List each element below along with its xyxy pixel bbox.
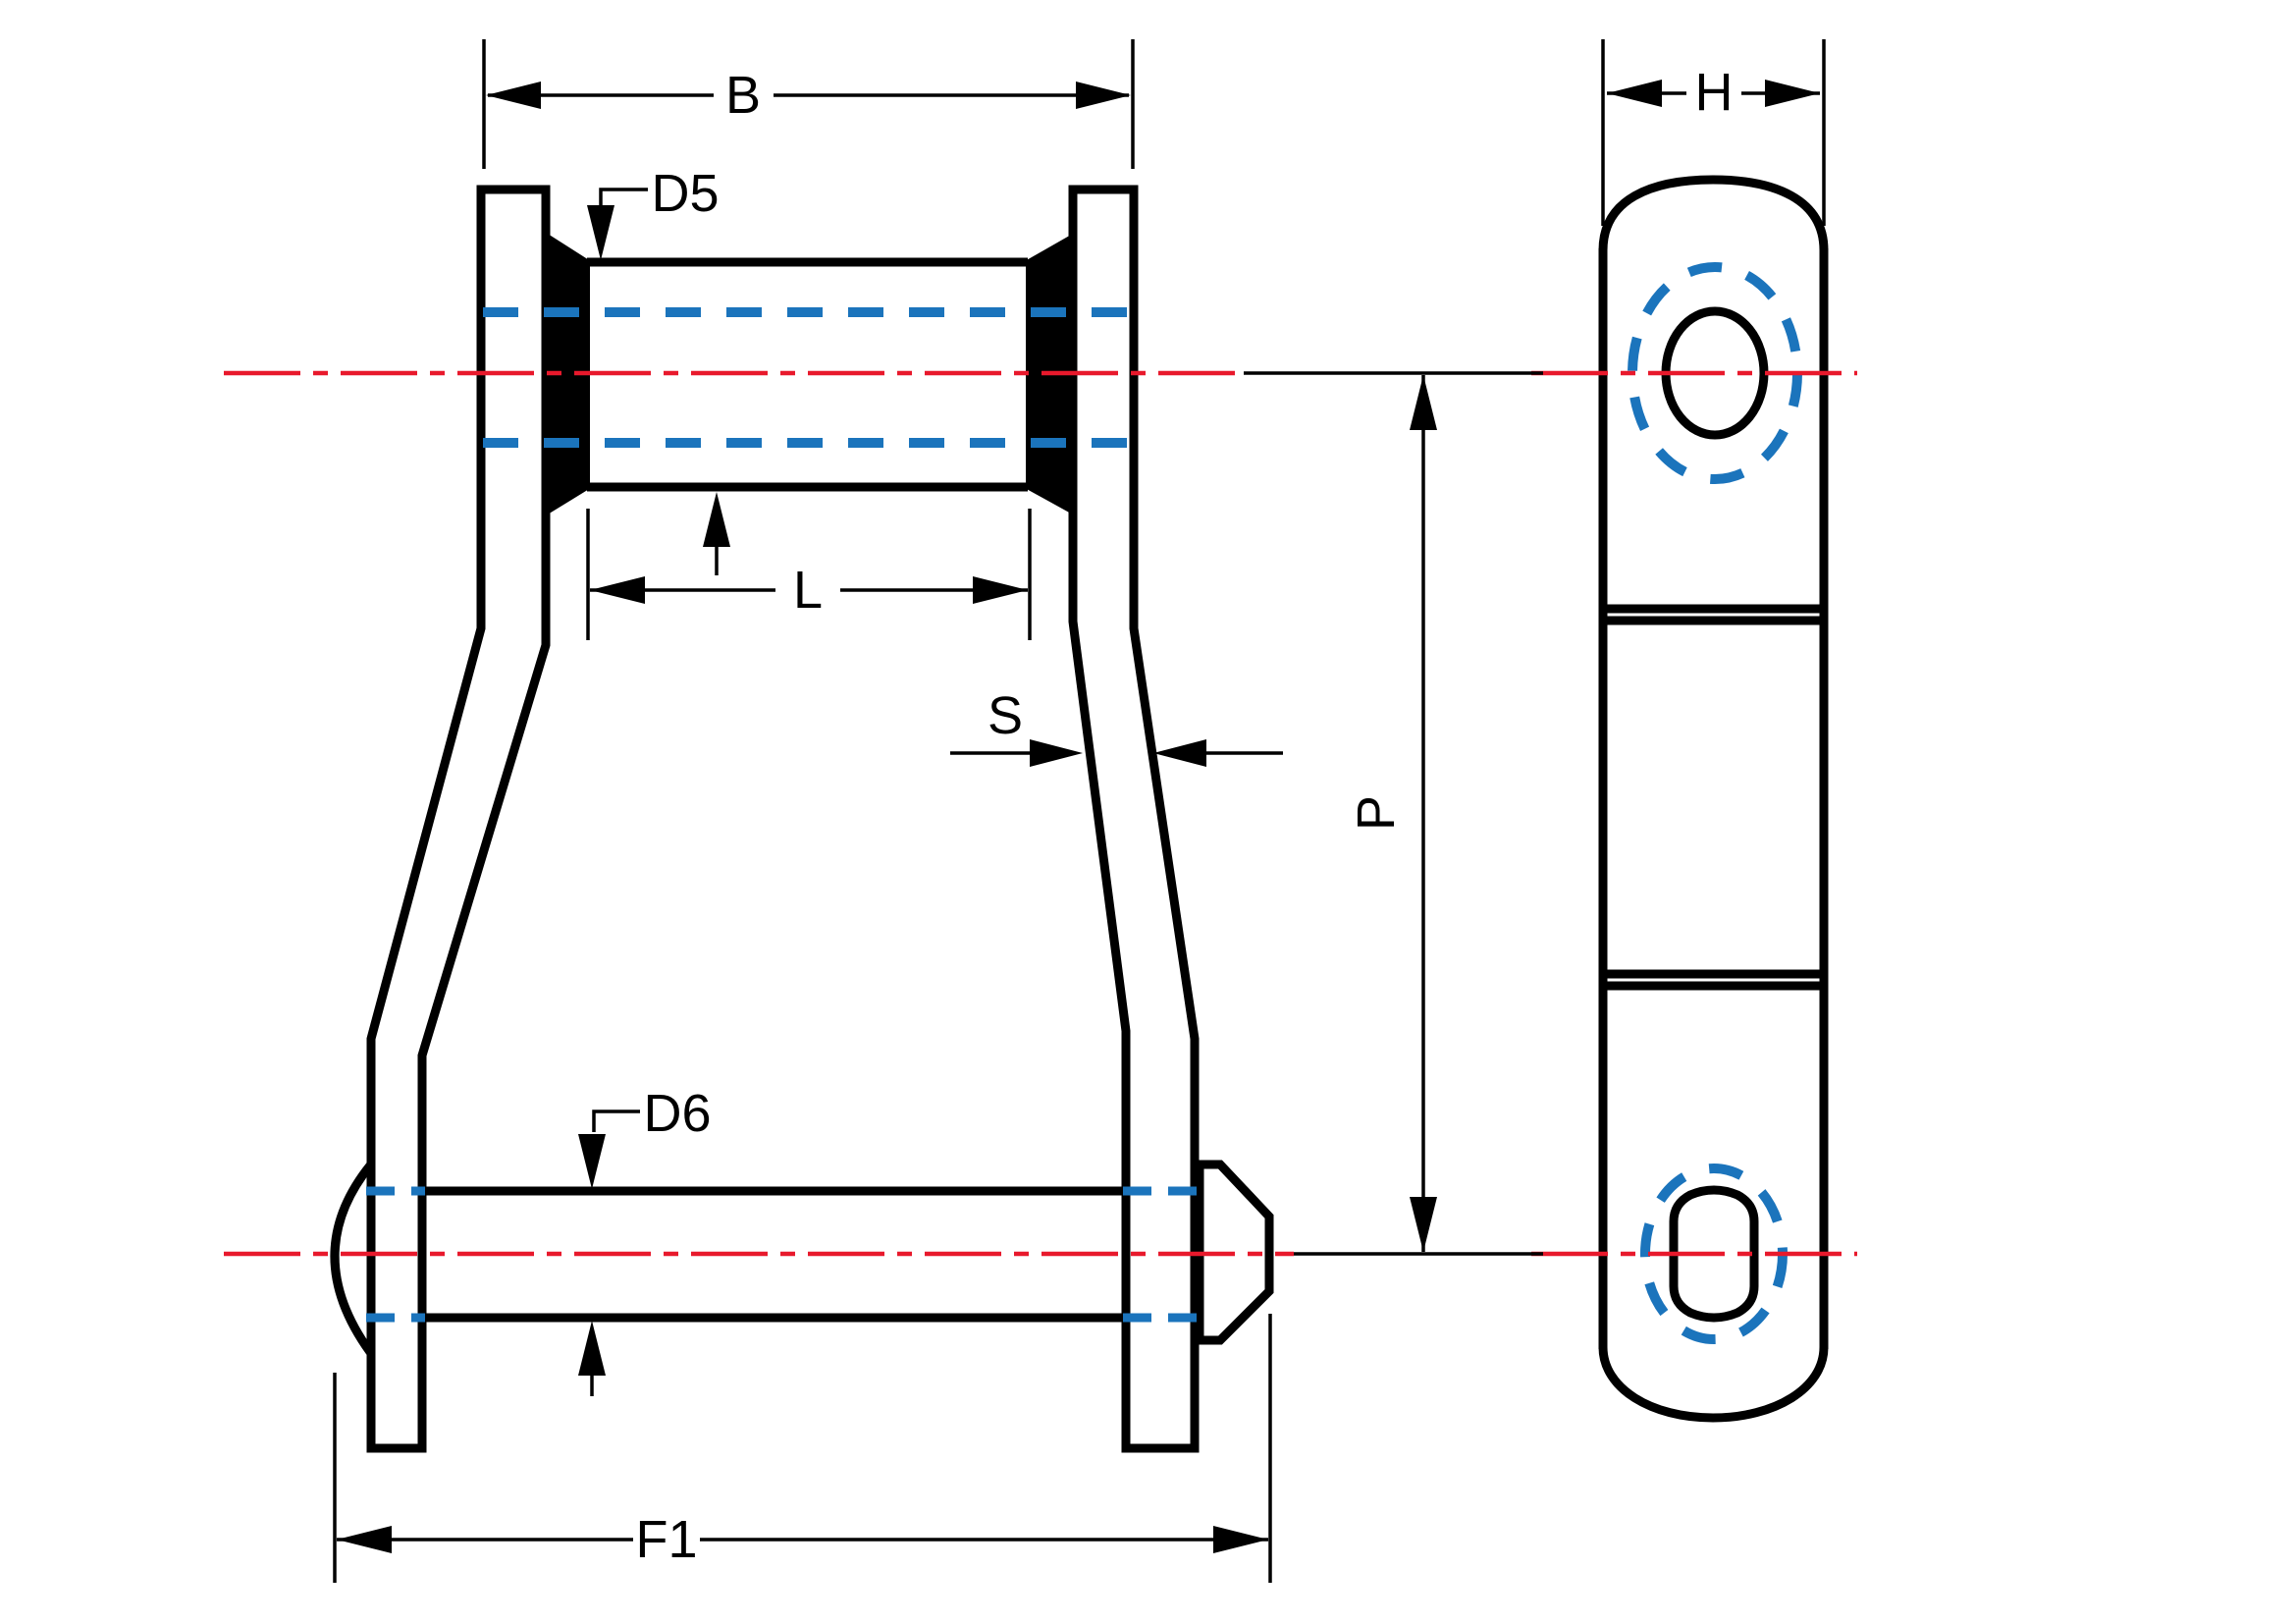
dimension-F1: F1 xyxy=(333,1314,1272,1583)
dimension-L: L xyxy=(586,509,1032,640)
b-arrow-left xyxy=(486,81,541,109)
front-view xyxy=(330,185,1274,1453)
front-left-plate xyxy=(366,185,551,1453)
s-arrow-left xyxy=(1153,739,1206,767)
f1-arrow-right xyxy=(1213,1526,1268,1553)
dimension-D5: D5 xyxy=(587,164,730,575)
f1-arrow-left xyxy=(337,1526,392,1553)
b-label: B xyxy=(725,66,761,125)
dimension-D6: D6 xyxy=(578,1084,712,1396)
h-label: H xyxy=(1695,63,1734,122)
dimension-S: S xyxy=(950,686,1283,767)
d5-leader xyxy=(599,188,648,209)
d6-label: D6 xyxy=(643,1084,711,1143)
dimension-P: P xyxy=(1244,371,1543,1256)
centerlines xyxy=(224,370,1857,1257)
b-arrow-right xyxy=(1076,81,1131,109)
front-right-plate xyxy=(1068,185,1200,1453)
l-arrow-right xyxy=(973,576,1028,604)
d5-arrow-down xyxy=(587,205,614,260)
pin-head-left xyxy=(330,1163,374,1355)
l-arrow-left xyxy=(590,576,645,604)
h-arrow-left xyxy=(1607,80,1662,107)
d5-arrow-up xyxy=(703,492,730,547)
dimension-H: H xyxy=(1601,39,1826,226)
dimension-B: B xyxy=(482,39,1135,169)
d6-arrow-up xyxy=(578,1321,606,1376)
s-arrow-right xyxy=(1030,739,1083,767)
l-label: L xyxy=(793,561,823,620)
h-arrow-right xyxy=(1765,80,1820,107)
f1-label: F1 xyxy=(635,1510,697,1569)
side-bottom-cap xyxy=(1598,1346,1829,1423)
d6-arrow-down xyxy=(578,1134,606,1189)
s-label: S xyxy=(988,686,1023,745)
p-arrow-down xyxy=(1410,1197,1437,1252)
d5-label: D5 xyxy=(651,164,719,223)
side-top-cap xyxy=(1598,175,1829,251)
p-label: P xyxy=(1347,795,1406,831)
d6-leader xyxy=(592,1110,640,1132)
p-arrow-up xyxy=(1410,375,1437,430)
